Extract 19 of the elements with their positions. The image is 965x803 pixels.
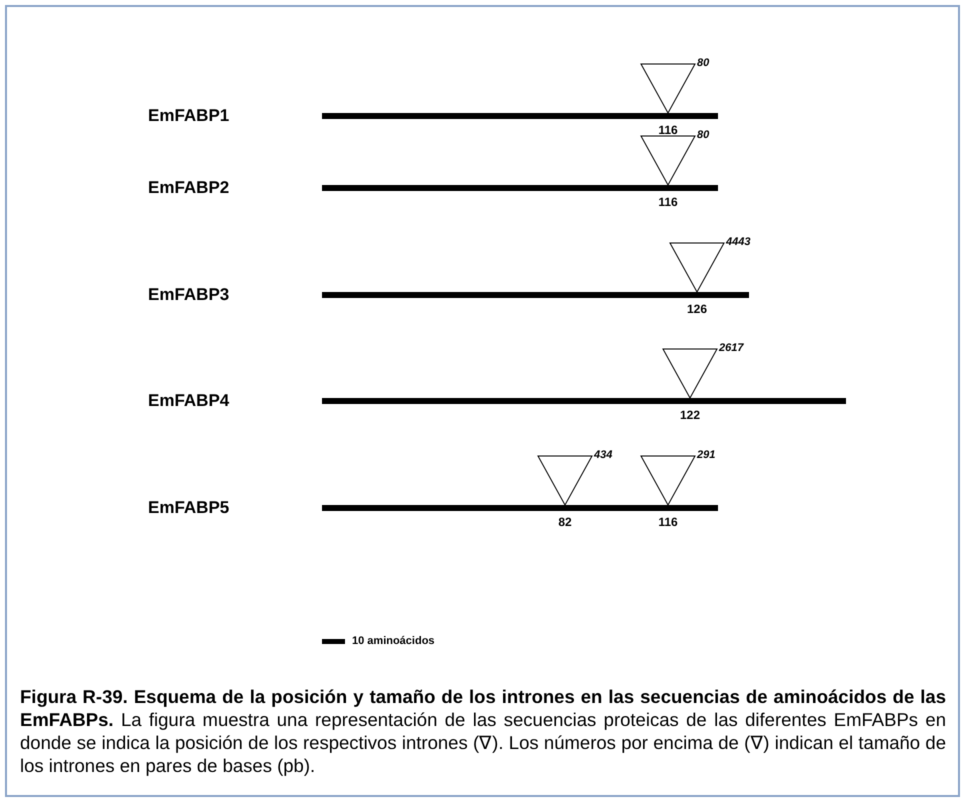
position-number: 116 <box>658 124 678 136</box>
position-number: 116 <box>658 516 678 528</box>
intron-size: 291 <box>697 450 716 461</box>
intron-size: 2617 <box>719 343 744 354</box>
intron-size: 434 <box>594 450 612 461</box>
intron-size: 80 <box>697 58 710 69</box>
intron-size: 4443 <box>726 237 750 248</box>
position-number: 116 <box>658 196 678 208</box>
gene-name: EmFABP3 <box>148 286 230 303</box>
position-number: 122 <box>680 409 700 421</box>
position-number: 126 <box>686 303 708 315</box>
figure-caption: Figura R-39. Esquema de la posición y tamaño de los intrones en las secuencias de aminoácidos de las EmFABPs. La figura muestra una representación de las secuencias proteicas de las diferentes EmFABPs en donde se indica la posición de los respectivos intrones (∇). Los números por encima de (∇) indican el tamaño de los intrones en pares de bases (pb). <box>20 685 946 777</box>
gene-name: EmFABP4 <box>148 392 230 409</box>
gene-name: EmFABP1 <box>148 107 230 124</box>
scale-label: 10 aminoácidos <box>352 636 435 647</box>
gene-name: EmFABP5 <box>148 499 230 516</box>
position-number: 82 <box>558 516 572 528</box>
intron-size: 80 <box>697 130 710 141</box>
gene-name: EmFABP2 <box>148 179 230 196</box>
